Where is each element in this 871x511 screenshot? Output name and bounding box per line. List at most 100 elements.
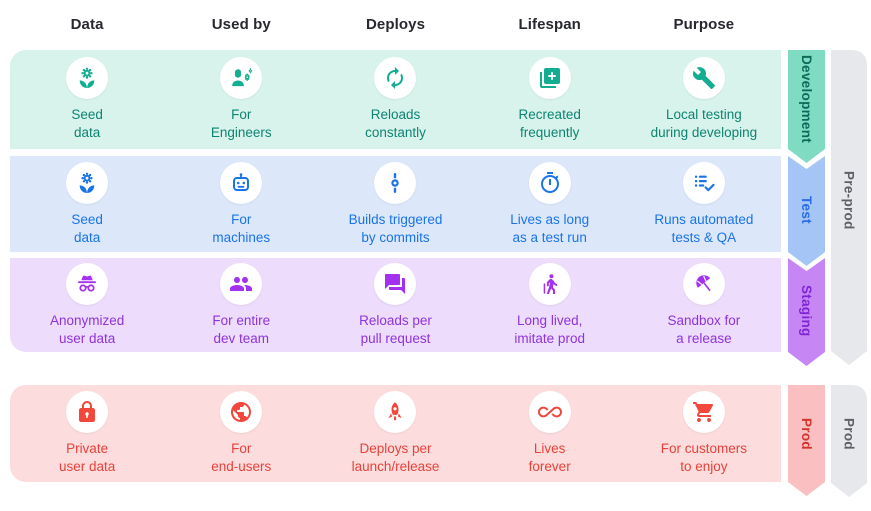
beach-umbrella-icon xyxy=(696,274,711,291)
ribbon-label-development: Development xyxy=(799,55,814,144)
ribbon-label-pre-prod: Pre-prod xyxy=(841,171,857,230)
cell-label: Seed data xyxy=(71,211,103,245)
ribbon-shape xyxy=(788,385,825,496)
cell-label: Lives as long as a test run xyxy=(510,211,590,245)
cell-label: For customers to enjoy xyxy=(660,441,748,474)
cell-test-used-by: For machines xyxy=(164,161,318,247)
ribbon-label-test: Test xyxy=(799,196,814,224)
robot-face-icon xyxy=(233,172,250,191)
hiker-with-cane-icon xyxy=(543,273,557,294)
cell-label: Private user data xyxy=(58,441,116,474)
cell-label: Reloads constantly xyxy=(365,107,426,140)
column-headers: Data Used by Deploys Lifespan Purpose xyxy=(10,16,781,33)
icon-badge xyxy=(528,391,571,434)
ribbon-group-prod: Prod xyxy=(831,385,867,497)
cell-test-deploys: Builds triggered by commits xyxy=(318,161,472,247)
cell-test-lifespan: Lives as long as a test run xyxy=(473,161,627,247)
lock-icon xyxy=(79,401,96,423)
cell-development-purpose: Local testing during developing xyxy=(627,57,781,142)
icon-badge xyxy=(528,57,571,100)
cell-label: For end-users xyxy=(211,441,272,474)
infinity-icon xyxy=(537,406,562,418)
cell-prod-used-by: For end-users xyxy=(164,391,318,476)
timer-icon xyxy=(540,171,559,193)
cell-label: Long lived, imitate prod xyxy=(514,312,585,346)
cell-test-purpose: Runs automated tests & QA xyxy=(627,161,781,247)
column-header-deploys: Deploys xyxy=(365,16,426,33)
ribbon-development: Development xyxy=(788,50,825,163)
ribbon-prod: Prod xyxy=(788,385,825,496)
row-test: Seed data For machines xyxy=(10,156,781,252)
cell-label: Lives forever xyxy=(528,441,571,474)
column-header-purpose: Purpose xyxy=(673,16,735,33)
icon-badge xyxy=(682,57,725,100)
cell-label: For Engineers xyxy=(210,107,272,140)
cell-development-data: Seed data xyxy=(10,57,164,142)
row-staging: Anonymized user data For entire dev team… xyxy=(10,258,781,352)
cell-prod-data: Private user data xyxy=(10,391,164,476)
icon-badge xyxy=(66,161,109,204)
column-header-data: Data xyxy=(70,16,104,33)
ribbon-shape xyxy=(788,156,825,266)
icon-badge xyxy=(220,262,263,305)
ribbon-shape xyxy=(788,258,825,366)
cell-label: Seed data xyxy=(71,107,103,140)
row-prod: Private user data For end-users Deploys … xyxy=(10,385,781,482)
cell-label: Builds triggered by commits xyxy=(348,211,443,245)
icon-badge xyxy=(220,391,263,434)
cell-staging-data: Anonymized user data xyxy=(10,262,164,348)
cell-development-deploys: Reloads constantly xyxy=(318,57,472,142)
cell-label: Local testing during developing xyxy=(650,107,758,140)
chat-forum-icon xyxy=(385,273,406,294)
cell-label: Sandbox for a release xyxy=(667,312,741,346)
cell-staging-deploys: Reloads per pull request xyxy=(318,262,472,348)
sync-arrows-icon xyxy=(387,67,404,90)
ribbon-shape xyxy=(831,385,867,497)
icon-badge xyxy=(682,161,725,204)
shopping-cart-icon xyxy=(692,402,713,423)
icon-badge xyxy=(374,161,417,204)
icon-badge xyxy=(528,161,571,204)
globe-icon xyxy=(231,402,252,423)
ribbon-group-pre-prod: Pre-prod xyxy=(831,50,867,365)
column-header-used-by: Used by xyxy=(211,16,271,33)
incognito-icon xyxy=(78,275,97,292)
ribbon-staging: Staging xyxy=(788,258,825,366)
icon-badge xyxy=(66,391,109,434)
ribbon-label-prod: Prod xyxy=(799,417,814,450)
cell-label: For machines xyxy=(212,211,271,245)
icon-badge xyxy=(374,262,417,305)
icon-badge xyxy=(528,262,571,305)
wrench-icon xyxy=(692,67,715,90)
cell-development-used-by: For Engineers xyxy=(164,57,318,142)
cell-label: Deploys per launch/release xyxy=(351,441,440,474)
column-header-lifespan: Lifespan xyxy=(518,16,581,33)
ribbon-shape xyxy=(788,50,825,163)
checklist-icon xyxy=(694,175,715,191)
icon-badge xyxy=(374,391,417,434)
ribbon-label-group-prod: Prod xyxy=(841,418,857,450)
library-add-icon xyxy=(539,68,560,89)
icon-badge xyxy=(66,57,109,100)
cell-label: Runs automated tests & QA xyxy=(654,211,754,245)
cell-development-lifespan: Recreated frequently xyxy=(473,57,627,142)
ribbon-test: Test xyxy=(788,156,825,266)
commit-node-icon xyxy=(391,172,400,193)
icon-badge xyxy=(66,262,109,305)
cell-prod-deploys: Deploys per launch/release xyxy=(318,391,472,476)
icon-badge xyxy=(220,57,263,100)
icon-badge xyxy=(220,161,263,204)
engineer-person-gears-icon xyxy=(232,68,253,87)
cell-prod-purpose: For customers to enjoy xyxy=(627,391,781,476)
cell-label: Recreated frequently xyxy=(518,107,581,140)
cell-prod-lifespan: Lives forever xyxy=(473,391,627,476)
seed-data-flower-icon xyxy=(79,67,95,89)
rocket-launch-icon xyxy=(388,402,403,421)
icon-badge xyxy=(374,57,417,100)
row-development: Seed data For Engineers xyxy=(10,50,781,149)
icon-badge xyxy=(682,262,725,305)
cell-label: Reloads per pull request xyxy=(359,312,432,346)
people-group-icon xyxy=(230,276,253,291)
icon-badge xyxy=(682,391,725,434)
